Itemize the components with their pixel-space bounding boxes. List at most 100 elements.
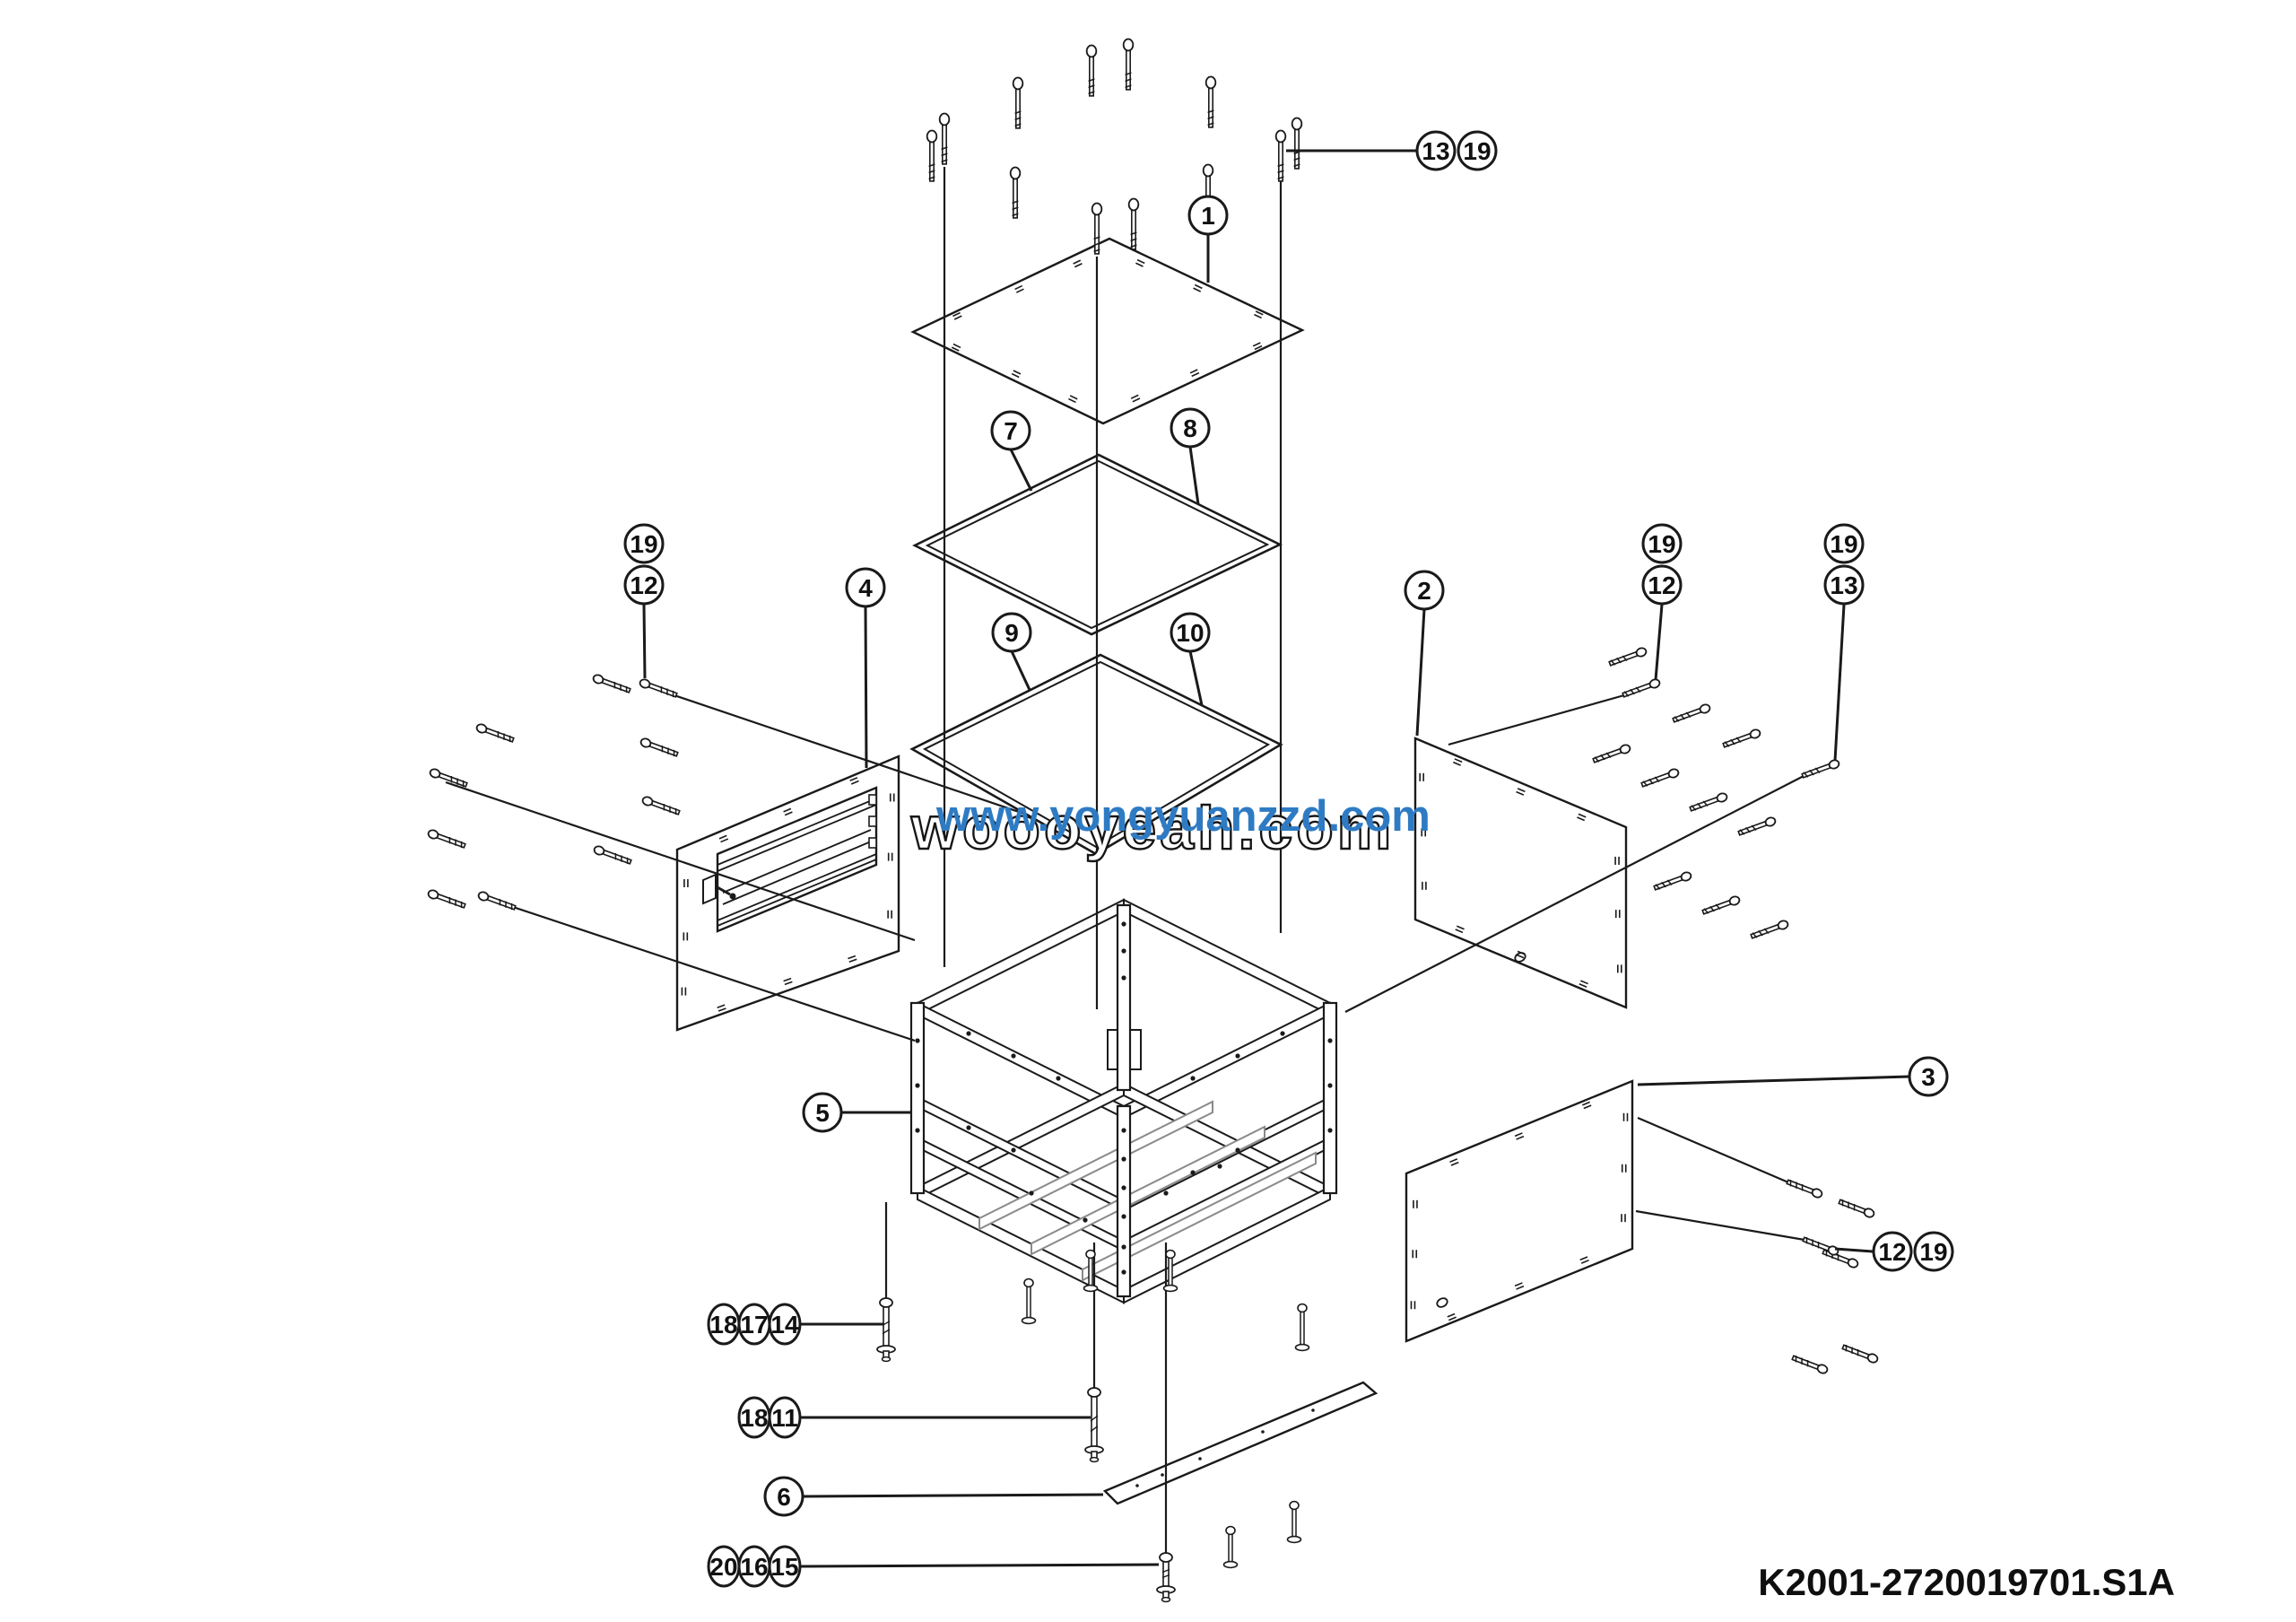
screw-thread [1207,122,1214,126]
frame-hole-dot [1327,1128,1333,1133]
screw-thread [503,733,505,740]
hole-tick-line [1255,310,1264,316]
leader-line [642,604,647,679]
hole-tick [718,834,729,843]
hole-tick-line [784,811,793,816]
screw-thread [460,901,463,909]
callout-circle [623,523,665,564]
hole-tick [1447,1312,1457,1321]
screw-thread [509,735,511,743]
hole-tick [1455,925,1465,934]
hole-tick-line [1191,371,1200,378]
screw-thread [1648,778,1654,785]
frame-rail [1123,1185,1331,1304]
stud-bolt [1294,1303,1310,1352]
screw-shaft [1130,207,1137,250]
screw [1722,728,1761,748]
screw-thread [1763,928,1770,934]
screw-thread [1622,655,1628,661]
screw-thread [1709,905,1715,912]
screw-head [1847,1258,1859,1269]
screw-thread [1093,242,1100,247]
screw-thread [1751,824,1757,831]
callout-circle [768,1396,802,1439]
hole-tick [848,955,857,964]
leader-line [1834,1247,1874,1253]
screw [1750,920,1789,939]
screw-head [1091,202,1103,216]
bolt [876,1297,896,1363]
hole-tick [1577,813,1587,822]
screw-thread [1851,1347,1853,1354]
screw-head [1635,647,1648,658]
leader-line [1833,604,1846,762]
bracket-hole-dot [1135,1484,1139,1487]
screw-thread [1125,72,1132,76]
screw-head [1274,129,1287,144]
hole-tick [952,311,962,320]
screw-thread [941,153,948,157]
hole-tick-line [952,343,961,349]
screw-head [1009,166,1022,180]
hole-tick-line [1015,288,1024,293]
callout-number: 1 [1201,202,1215,230]
screw-thread [450,776,453,783]
callout-number: 10 [1176,619,1204,647]
screw-thread [1801,1184,1804,1191]
stud-flange [1222,1560,1239,1569]
screw [427,829,466,849]
screw [1653,871,1692,891]
screw-shaft [1293,126,1300,170]
screw [1838,1199,1875,1218]
callout-circle [1823,564,1865,606]
frame-hole-dot [915,1083,920,1088]
screw-thread [1012,200,1019,205]
hole-tick-line [1193,287,1202,292]
hole-tick-line [848,955,857,960]
parts-layer [675,237,1634,1505]
screw-head [475,723,488,734]
screw-head [1202,163,1214,178]
drawing-number: K2001-2720019701.S1A [1758,1561,2175,1603]
hole-tick-line [1194,283,1203,290]
frame-hole-dot [1121,1269,1126,1275]
leader-line [1654,604,1664,681]
leader-line [800,1563,1160,1568]
frame-post [1116,903,1132,1092]
part-callout: 7 [990,410,1033,492]
screw-thread [621,855,622,862]
panel-hole [1514,952,1526,963]
hole-tick [681,987,687,996]
callout-number: 6 [777,1483,791,1511]
hole-tick [1193,283,1203,292]
screw-head [1816,1364,1829,1374]
screw-thread [1093,249,1100,253]
hole-tick [1514,1132,1525,1140]
screw-thread [1088,84,1095,89]
frame-hole-dot [1029,1190,1034,1196]
hole-tick-line [1074,263,1083,268]
screw [938,112,951,165]
screw-thread [1857,1349,1859,1356]
hole-tick [887,852,893,861]
hole-tick-line [1456,925,1465,930]
screw [592,674,631,693]
bolt-tip [1161,1596,1171,1603]
hole-tick [889,793,895,802]
callout-number: 13 [1422,137,1449,165]
screw [1009,166,1022,219]
watermark-outline-text: woooyeah.com [910,794,1395,862]
stud-head [1289,1500,1300,1511]
frame-hole-dot [1235,1147,1240,1153]
hole-tick [1614,856,1620,865]
screw-thread [1125,84,1132,89]
bolt-shaft [883,1304,890,1347]
hole-tick-line [1068,397,1076,404]
hole-tick [849,777,859,785]
screw-thread [672,690,674,698]
screw-thread [928,170,935,174]
construction-line [660,689,1028,816]
